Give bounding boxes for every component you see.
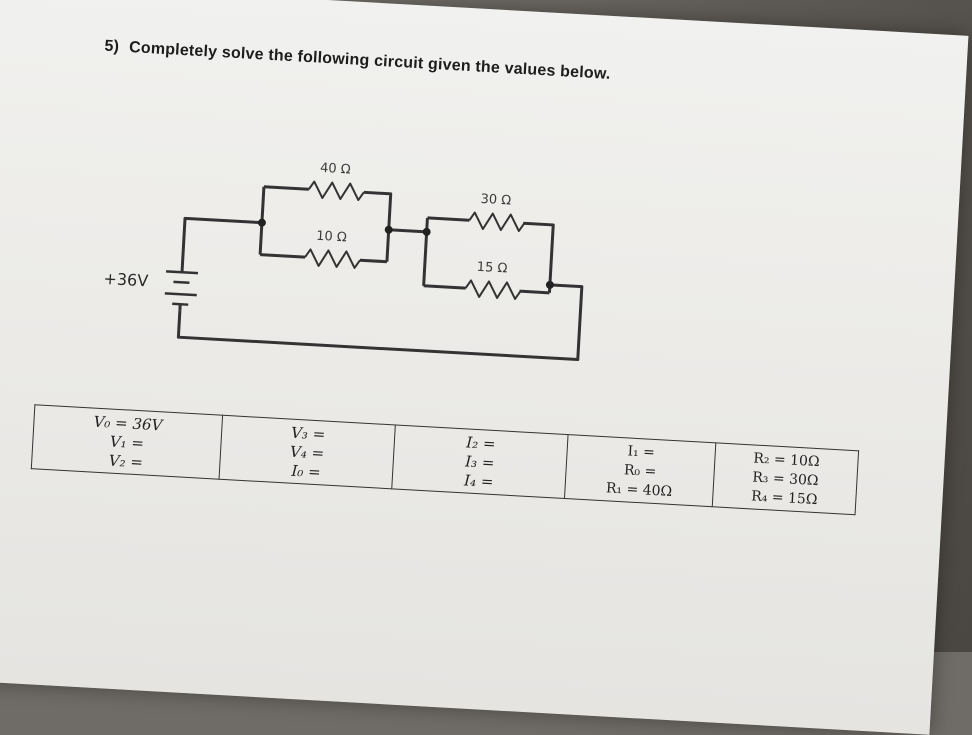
table-cell-col1: V₀ = 36V V₁ = V₂ = [31, 405, 222, 479]
wire-r40-left [264, 187, 309, 190]
wire-r10-left [260, 255, 305, 258]
junction-dot-3 [422, 228, 430, 236]
resistor-30-zigzag [469, 212, 525, 231]
table-cell-col3: I₂ = I₃ = I₄ = [392, 425, 568, 499]
battery-plate-long-2 [165, 293, 197, 295]
battery-plate-short-1 [173, 282, 189, 283]
table-cell-col5: R₂ = 10Ω R₃ = 30Ω R₄ = 15Ω [712, 443, 858, 515]
junction-dot-1 [258, 218, 266, 226]
resistor-15-label: 15 Ω [476, 260, 507, 277]
battery-plate-long-1 [166, 271, 198, 273]
wire-between-blocks [389, 230, 427, 232]
resistor-40-label: 40 Ω [320, 161, 351, 178]
junction-dot-4 [546, 281, 554, 289]
wire-r10-right [360, 260, 387, 262]
source-voltage-label: +36V [103, 269, 149, 290]
resistor-10-zigzag [305, 249, 361, 268]
wire-r15-right [519, 291, 549, 293]
table-cell-col4: I₁ = R₀ = R₁ = 40Ω [564, 435, 715, 507]
wire-return [178, 264, 581, 359]
junction-dot-2 [384, 226, 392, 234]
table-cell-col2: V₃ = V₄ = I₀ = [219, 415, 395, 489]
wire-r30-left [427, 218, 469, 220]
resistor-10-label: 10 Ω [316, 229, 347, 246]
resistor-40-zigzag [308, 181, 364, 200]
resistor-15-zigzag [465, 280, 521, 299]
resistor-30-label: 30 Ω [480, 192, 511, 209]
wire-r15-left [424, 286, 466, 288]
wire-battery-top [182, 218, 262, 276]
